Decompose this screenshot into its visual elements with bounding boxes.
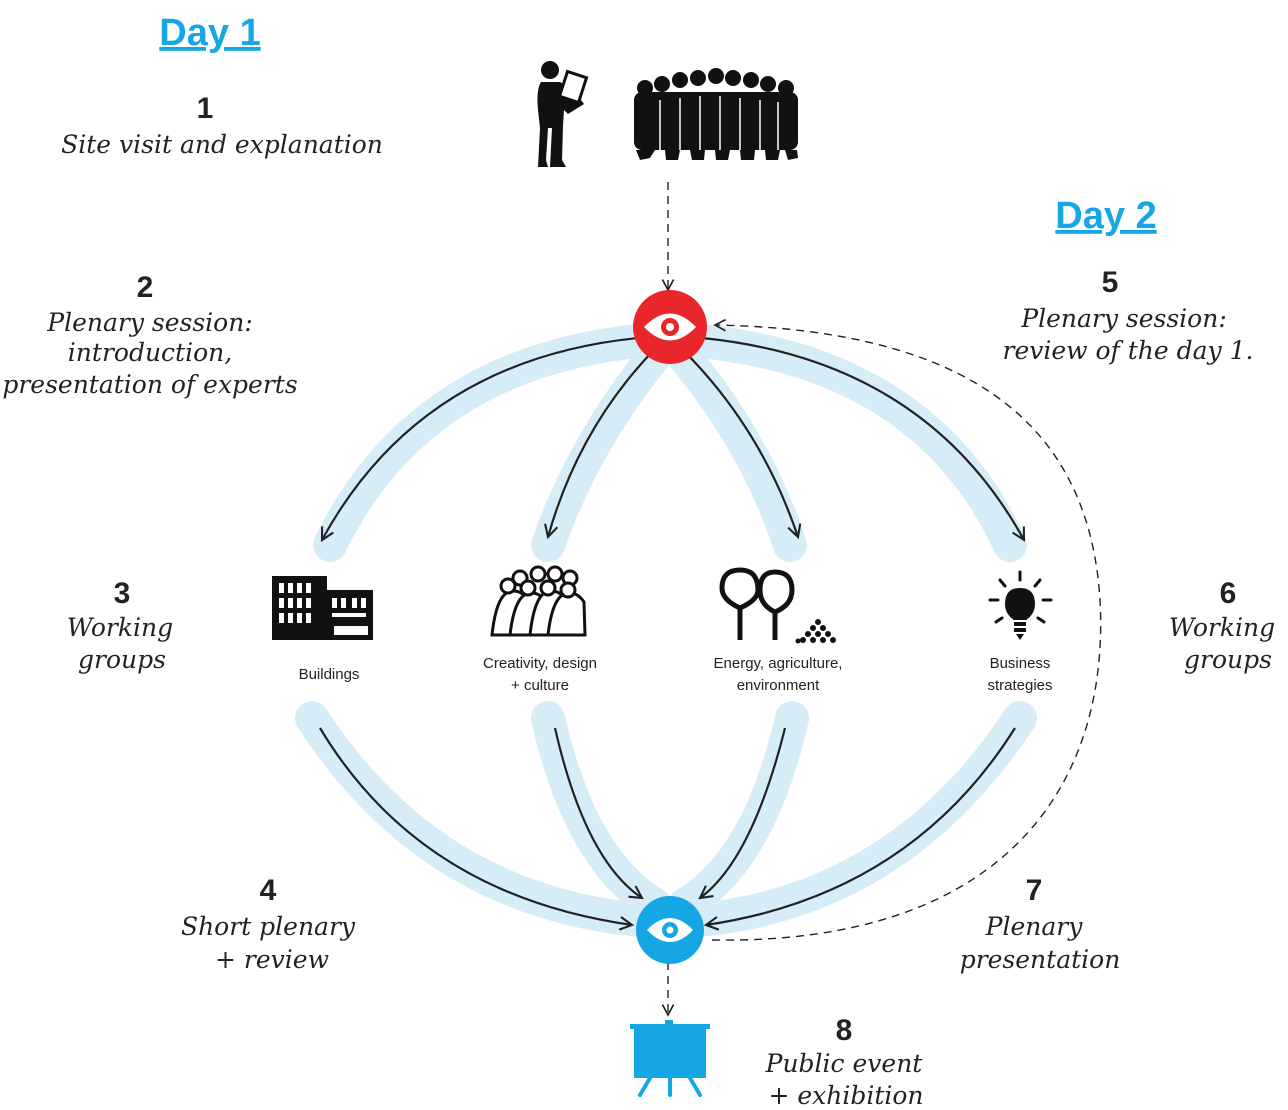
step-text-line: Working [1169,613,1275,642]
step-4: 4 Short plenary + review [181,874,356,974]
step-text-line: presentation of experts [2,370,297,399]
step-number: 5 [1102,266,1119,299]
group-label: Energy, agriculture, [714,655,843,672]
group-creativity: Creativity, design + culture [483,655,597,694]
step-text-line: Working [67,613,173,642]
flow-arrows [319,336,1026,931]
group-business: Business strategies [987,655,1052,694]
step-8: 8 Public event + exhibition [765,1014,924,1110]
step-2: 2 Plenary session: introduction, present… [2,271,297,399]
day-1-title: Day 1 [159,12,260,54]
group-label: environment [737,677,820,694]
step-text-line: review of the day 1. [1003,336,1254,365]
step-5: 5 Plenary session: review of the day 1. [1003,266,1254,365]
group-label: Creativity, design [483,655,597,672]
step-6: 6 Working groups [1169,577,1275,674]
step-number: 4 [260,874,277,907]
step-text-line: Site visit and explanation [61,130,383,159]
people-icon [490,565,587,637]
step-text-line: Plenary [985,912,1084,941]
step-number: 8 [836,1014,853,1047]
step-text-line: presentation [960,945,1121,974]
step-text-line: introduction, [68,338,232,367]
projection-screen-icon [630,1020,710,1097]
step-text-line: groups [1184,645,1272,674]
group-buildings: Buildings [299,666,360,683]
step-number: 1 [197,92,214,125]
step-3: 3 Working groups [67,577,173,674]
step-text-line: Plenary session: [1020,304,1227,333]
top-eye-node [633,290,707,364]
step-7: 7 Plenary presentation [960,874,1121,974]
step-number: 3 [114,577,131,610]
step-text-line: Plenary session: [46,308,253,337]
flow-bands [295,323,1037,937]
step-number: 7 [1026,874,1043,907]
step-1: 1 Site visit and explanation [61,92,383,159]
lightbulb-icon [988,570,1053,640]
step-number: 6 [1220,577,1237,610]
eye-icon [644,313,696,341]
day-2-title: Day 2 [1055,195,1156,237]
eye-icon [647,918,693,942]
group-label: + culture [511,677,569,694]
group-label: Buildings [299,666,360,683]
group-energy: Energy, agriculture, environment [714,655,843,694]
bottom-eye-node [636,896,704,964]
step-text-line: groups [78,645,166,674]
audience-crowd-icon [634,68,798,160]
step-text-line: Public event [765,1049,924,1078]
step-number: 2 [137,271,154,304]
buildings-icon [272,576,373,640]
group-label: Business [990,655,1051,672]
dashed-connectors [661,182,1102,1017]
step-text-line: + exhibition [768,1081,923,1110]
step-text-line: Short plenary [181,912,356,941]
step-text-line: + review [215,945,329,974]
presenter-silhouette-icon [537,61,589,167]
trees-icon [719,567,836,644]
group-label: strategies [987,677,1052,694]
